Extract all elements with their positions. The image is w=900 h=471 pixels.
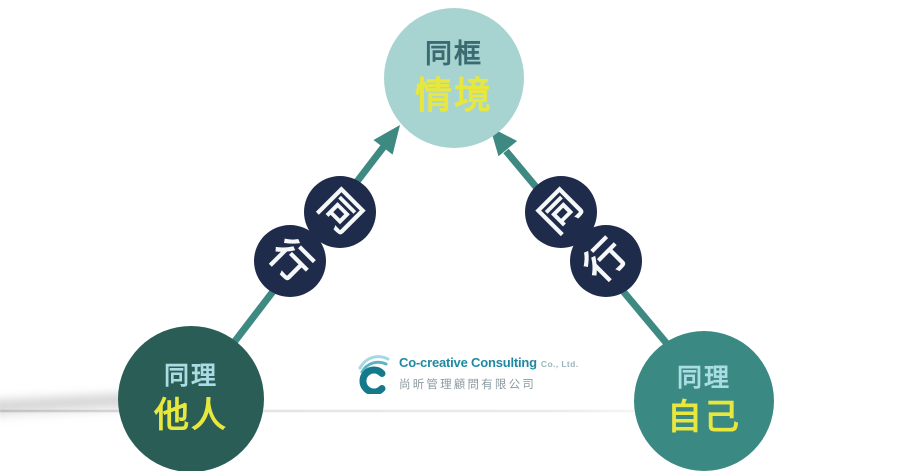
left-circle-empathize-others: 同理 他人	[118, 326, 264, 471]
right-arrow-badge-lower-label: 行	[576, 231, 636, 291]
company-name-zh: 尚昕管理顧問有限公司	[399, 379, 536, 391]
company-suffix: Co., Ltd.	[540, 359, 579, 369]
left-arrow-badge-upper-label: 同	[310, 182, 370, 242]
slide-bottom-edge	[0, 410, 710, 412]
right-arrow-badge-upper-label: 同	[531, 182, 591, 242]
right-circle-empathize-self: 同理 自己	[634, 331, 774, 471]
left-arrow-badge-lower: 行	[254, 225, 326, 297]
right-circle-label-line2: 自己	[666, 397, 741, 437]
right-arrow-head	[490, 127, 518, 157]
right-arrow-badge-lower: 行	[570, 225, 642, 297]
left-arrow-badge-lower-label: 行	[260, 231, 320, 291]
left-circle-label-line2: 他人	[153, 395, 228, 435]
right-circle-label-line1: 同理	[676, 364, 731, 393]
left-circle-label-line1: 同理	[163, 362, 218, 391]
left-arrow-head	[373, 125, 400, 155]
company-name-en: Co-creative Consulting	[399, 355, 537, 370]
top-circle-label-line2: 情境	[415, 74, 493, 116]
logo-c-mark-icon	[358, 355, 390, 394]
top-circle-situation: 同框 情境	[384, 8, 524, 148]
top-circle-label-line1: 同框	[425, 38, 483, 69]
